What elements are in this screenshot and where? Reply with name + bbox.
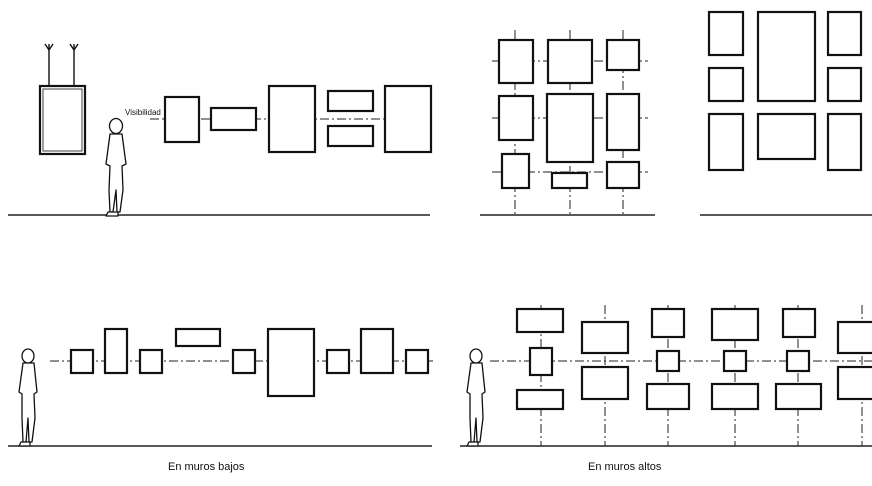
panel-visibility-line	[8, 43, 433, 217]
picture-frame	[359, 327, 395, 375]
panel-low-walls	[8, 327, 434, 447]
picture-frame	[580, 320, 630, 355]
picture-frame	[710, 307, 760, 342]
picture-frame	[174, 327, 222, 348]
picture-frame	[605, 92, 641, 152]
standing-person	[105, 117, 127, 217]
picture-frame	[655, 349, 681, 373]
picture-frame	[404, 348, 430, 375]
high-walls-caption: En muros altos	[588, 461, 662, 473]
picture-frame	[580, 365, 630, 401]
visibility-label: Visibilidad	[124, 108, 162, 117]
picture-frame	[826, 112, 863, 172]
picture-frame	[38, 84, 87, 156]
picture-frame	[515, 388, 565, 411]
standing-person	[18, 348, 38, 447]
picture-frame	[650, 307, 686, 339]
picture-frame	[605, 160, 641, 190]
panel-axis-grid	[480, 30, 655, 216]
picture-frame	[326, 124, 375, 148]
panel-high-walls	[460, 305, 872, 447]
picture-frame	[545, 92, 595, 164]
hanging-frame	[38, 43, 87, 156]
picture-frame	[756, 10, 817, 103]
picture-frame	[383, 84, 433, 154]
picture-frame	[707, 10, 745, 57]
standing-person	[466, 348, 486, 447]
picture-frame	[785, 349, 811, 373]
picture-frame	[836, 320, 872, 355]
picture-frame	[500, 152, 531, 190]
picture-frame	[138, 348, 164, 375]
picture-frame	[781, 307, 817, 339]
low-walls-caption: En muros bajos	[168, 461, 245, 473]
picture-frame	[826, 66, 863, 103]
picture-frame	[497, 38, 535, 85]
picture-frame	[163, 95, 201, 144]
picture-frame	[546, 38, 594, 85]
picture-frame	[103, 327, 129, 375]
picture-frame	[756, 112, 817, 161]
picture-frame	[836, 365, 872, 401]
picture-frame	[826, 10, 863, 57]
picture-frame	[209, 106, 258, 132]
picture-frame	[710, 382, 760, 411]
frame-row-1	[163, 84, 433, 154]
picture-frame	[325, 348, 351, 375]
picture-frame	[267, 84, 317, 154]
picture-frame	[497, 94, 535, 142]
picture-frame	[707, 66, 745, 103]
picture-frame	[515, 307, 565, 334]
panel-edge-grid	[700, 10, 872, 216]
picture-frame	[550, 171, 589, 190]
picture-frame	[645, 382, 691, 411]
picture-frame	[605, 38, 641, 72]
picture-frame	[707, 112, 745, 172]
picture-frame	[722, 349, 748, 373]
picture-frame	[266, 327, 316, 398]
picture-frame	[326, 89, 375, 113]
picture-frame	[528, 346, 554, 377]
picture-frame	[231, 348, 257, 375]
picture-frame	[774, 382, 823, 411]
picture-frame	[69, 348, 95, 375]
